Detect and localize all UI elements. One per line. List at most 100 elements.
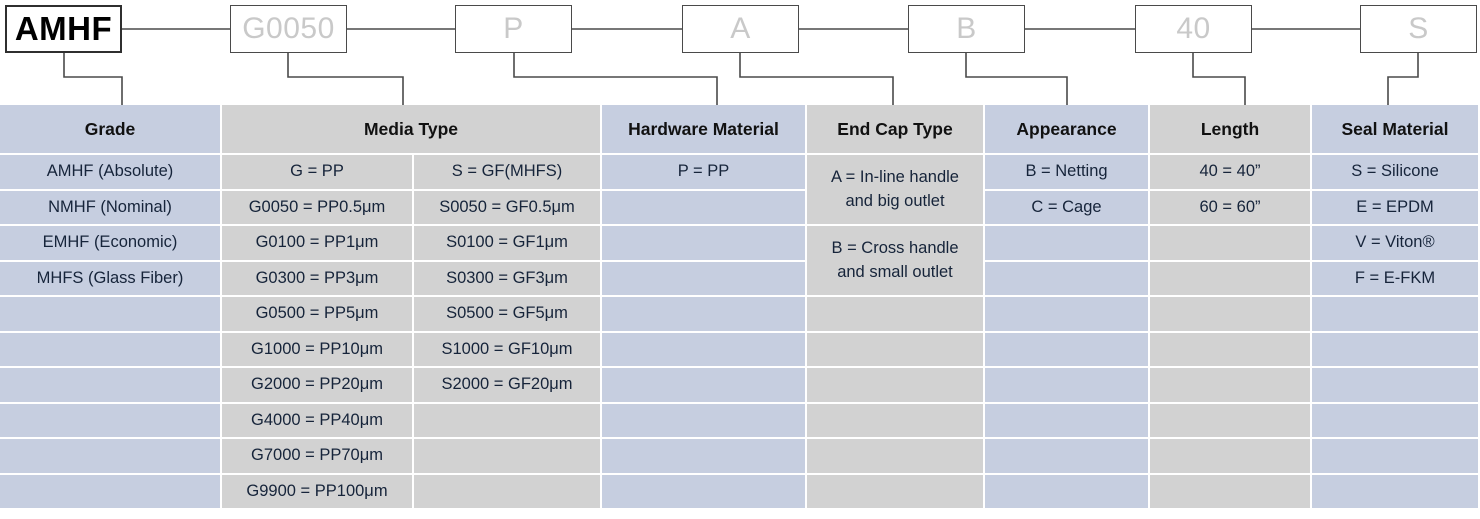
- table-cell: S0500 = GF5μm: [414, 297, 602, 333]
- table-cell: V = Viton®: [1312, 226, 1480, 262]
- table-cell: F = E-FKM: [1312, 261, 1480, 297]
- table-cell: EMHF (Economic): [0, 226, 222, 262]
- table-cell: S1000 = GF10μm: [414, 332, 602, 368]
- code-segment-media-type[interactable]: G0050: [230, 5, 347, 53]
- table-cell-empty: [602, 403, 807, 439]
- table-cell: G0300 = PP3μm: [222, 261, 414, 297]
- table-cell-empty: [414, 474, 602, 510]
- table-cell-line: A = In-line handle: [831, 167, 959, 186]
- column-header-length: Length: [1150, 105, 1312, 155]
- table-cell: C = Cage: [985, 190, 1150, 226]
- table-cell-empty: [602, 261, 807, 297]
- table-cell: S0100 = GF1μm: [414, 226, 602, 262]
- table-cell: 60 = 60”: [1150, 190, 1312, 226]
- table-cell-empty: [807, 403, 985, 439]
- table-cell-empty: [1150, 261, 1312, 297]
- table-cell: G7000 = PP70μm: [222, 439, 414, 475]
- table-cell-empty: [807, 297, 985, 333]
- table-cell-empty: [807, 332, 985, 368]
- table-cell-empty: [602, 474, 807, 510]
- table-cell-empty: [0, 332, 222, 368]
- table-cell-line: B = Cross handle: [831, 238, 959, 257]
- table-cell-empty: [1150, 297, 1312, 333]
- table-cell: MHFS (Glass Fiber): [0, 261, 222, 297]
- column-appearance: Appearance B = Netting C = Cage: [985, 105, 1150, 510]
- code-segment-seal-material[interactable]: S: [1360, 5, 1477, 53]
- table-cell-line: and big outlet: [845, 191, 945, 210]
- table-cell-empty: [414, 403, 602, 439]
- table-cell-empty: [1150, 474, 1312, 510]
- table-cell-empty: [0, 403, 222, 439]
- table-cell: E = EPDM: [1312, 190, 1480, 226]
- table-cell: G2000 = PP20μm: [222, 368, 414, 404]
- table-cell: B = Netting: [985, 155, 1150, 191]
- code-segment-hardware-material[interactable]: P: [455, 5, 572, 53]
- column-media-type: Media Type G = PP G0050 = PP0.5μm G0100 …: [222, 105, 602, 510]
- table-cell-empty: [1150, 332, 1312, 368]
- column-header-end-cap-type: End Cap Type: [807, 105, 985, 155]
- table-cell-empty: [807, 439, 985, 475]
- code-segment-end-cap-type[interactable]: A: [682, 5, 799, 53]
- code-segment-appearance[interactable]: B: [908, 5, 1025, 53]
- table-cell: G9900 = PP100μm: [222, 474, 414, 510]
- table-cell-empty: [1312, 297, 1480, 333]
- table-cell-empty: [1312, 439, 1480, 475]
- column-hardware-material: Hardware Material P = PP: [602, 105, 807, 510]
- column-end-cap-type: End Cap Type A = In-line handle and big …: [807, 105, 985, 510]
- table-cell: G = PP: [222, 155, 414, 191]
- table-cell: A = In-line handle and big outlet: [807, 155, 985, 226]
- table-cell-empty: [1150, 439, 1312, 475]
- table-cell: G4000 = PP40μm: [222, 403, 414, 439]
- table-cell-empty: [0, 439, 222, 475]
- column-header-grade: Grade: [0, 105, 222, 155]
- column-header-media-type: Media Type: [222, 105, 602, 155]
- table-cell-empty: [807, 474, 985, 510]
- column-header-appearance: Appearance: [985, 105, 1150, 155]
- table-cell-empty: [0, 368, 222, 404]
- table-cell-empty: [1150, 226, 1312, 262]
- table-cell-empty: [0, 474, 222, 510]
- table-cell-empty: [985, 368, 1150, 404]
- table-cell-empty: [985, 332, 1150, 368]
- column-length: Length 40 = 40” 60 = 60”: [1150, 105, 1312, 510]
- table-cell-empty: [985, 297, 1150, 333]
- table-cell: G1000 = PP10μm: [222, 332, 414, 368]
- table-cell-empty: [602, 226, 807, 262]
- table-cell: G0500 = PP5μm: [222, 297, 414, 333]
- table-cell-empty: [602, 297, 807, 333]
- table-cell: B = Cross handle and small outlet: [807, 226, 985, 297]
- table-cell-empty: [602, 190, 807, 226]
- table-cell-empty: [602, 439, 807, 475]
- table-cell-empty: [1150, 403, 1312, 439]
- table-cell-empty: [985, 261, 1150, 297]
- table-cell: P = PP: [602, 155, 807, 191]
- table-cell: S2000 = GF20μm: [414, 368, 602, 404]
- column-header-seal-material: Seal Material: [1312, 105, 1480, 155]
- column-seal-material: Seal Material S = Silicone E = EPDM V = …: [1312, 105, 1480, 510]
- table-cell: G0050 = PP0.5μm: [222, 190, 414, 226]
- column-header-hardware-material: Hardware Material: [602, 105, 807, 155]
- table-cell-empty: [985, 226, 1150, 262]
- table-cell-empty: [0, 297, 222, 333]
- code-segment-length[interactable]: 40: [1135, 5, 1252, 53]
- table-cell: 40 = 40”: [1150, 155, 1312, 191]
- table-cell-empty: [414, 439, 602, 475]
- table-cell-empty: [602, 332, 807, 368]
- table-cell-empty: [985, 403, 1150, 439]
- specification-table: Grade AMHF (Absolute) NMHF (Nominal) EMH…: [0, 105, 1480, 519]
- table-cell: S = Silicone: [1312, 155, 1480, 191]
- table-cell: G0100 = PP1μm: [222, 226, 414, 262]
- table-cell-empty: [1312, 474, 1480, 510]
- column-grade: Grade AMHF (Absolute) NMHF (Nominal) EMH…: [0, 105, 222, 510]
- table-cell-empty: [1312, 332, 1480, 368]
- code-segment-grade[interactable]: AMHF: [5, 5, 122, 53]
- table-cell-empty: [1312, 403, 1480, 439]
- table-cell-empty: [985, 474, 1150, 510]
- table-cell-empty: [807, 368, 985, 404]
- table-cell: S = GF(MHFS): [414, 155, 602, 191]
- table-cell-empty: [1150, 368, 1312, 404]
- table-cell: AMHF (Absolute): [0, 155, 222, 191]
- table-cell: NMHF (Nominal): [0, 190, 222, 226]
- table-cell-empty: [602, 368, 807, 404]
